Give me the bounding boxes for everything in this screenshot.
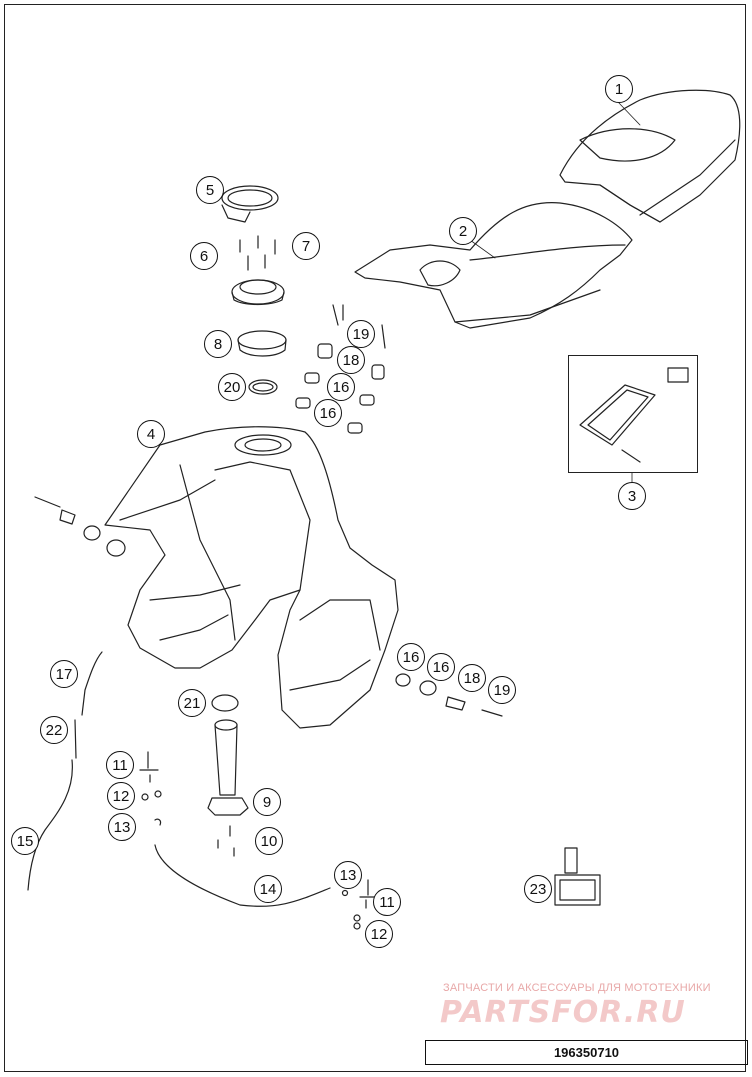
callout-17: 17 [50, 660, 78, 688]
callout-19-right: 19 [488, 676, 516, 704]
callout-4: 4 [137, 420, 165, 448]
callout-1: 1 [605, 75, 633, 103]
callout-8: 8 [204, 330, 232, 358]
callout-19-top: 19 [347, 320, 375, 348]
rear-seat-drawing [559, 89, 741, 223]
callout-3: 3 [618, 482, 646, 510]
screws-drawing [239, 235, 276, 271]
callout-16-c: 16 [397, 643, 425, 671]
callout-20: 20 [218, 373, 246, 401]
filter-23-drawing [554, 847, 601, 906]
callout-15: 15 [11, 827, 39, 855]
right-mount-hardware-drawing [395, 673, 503, 717]
callout-5: 5 [196, 176, 224, 204]
callout-2: 2 [449, 217, 477, 245]
part-number: 196350710 [553, 1045, 620, 1060]
callout-23: 23 [524, 875, 552, 903]
callout-16-b: 16 [314, 399, 342, 427]
diagram-frame [4, 4, 746, 1072]
callout-13-left: 13 [108, 813, 136, 841]
rider-seat-drawing [354, 202, 633, 329]
fuel-cap-drawing [231, 279, 285, 306]
callout-21: 21 [178, 689, 206, 717]
tank-mount-hardware-drawing [295, 304, 386, 434]
callout-11-left: 11 [106, 751, 134, 779]
toolkit-drawing [579, 367, 689, 463]
watermark-logo: PARTSFOR.RU [440, 995, 686, 1030]
watermark-tagline: ЗАПЧАСТИ И АКСЕССУАРЫ ДЛЯ МОТОТЕХНИКИ [443, 982, 711, 994]
callout-14: 14 [254, 875, 282, 903]
part-number-box: 196350710 [425, 1040, 748, 1065]
callout-12-right: 12 [365, 920, 393, 948]
callout-10: 10 [255, 827, 283, 855]
valve-right-drawing [341, 879, 376, 930]
left-mount-hardware-drawing [34, 496, 126, 557]
callout-9: 9 [253, 788, 281, 816]
fuel-cap-ring-drawing [221, 185, 279, 223]
callout-22: 22 [40, 716, 68, 744]
callout-13-right: 13 [334, 861, 362, 889]
callout-12-left: 12 [107, 782, 135, 810]
valve-left-drawing [139, 751, 162, 826]
callout-18-top: 18 [337, 346, 365, 374]
fuel-pump-drawing [207, 719, 249, 816]
filler-flange-drawing [237, 330, 287, 357]
o-ring-20-drawing [248, 379, 278, 395]
callout-11-right: 11 [373, 888, 401, 916]
callout-7: 7 [292, 232, 320, 260]
callout-16-d: 16 [427, 653, 455, 681]
toolkit-inset-box [568, 355, 698, 473]
callout-16-a: 16 [327, 373, 355, 401]
callout-6: 6 [190, 242, 218, 270]
hose-17-15-drawing [27, 651, 103, 891]
fuel-tank-drawing [104, 426, 399, 729]
o-ring-21-drawing [211, 694, 239, 712]
hose-14-drawing [154, 844, 331, 907]
screws-10-drawing [217, 825, 235, 857]
callout-18-right: 18 [458, 664, 486, 692]
